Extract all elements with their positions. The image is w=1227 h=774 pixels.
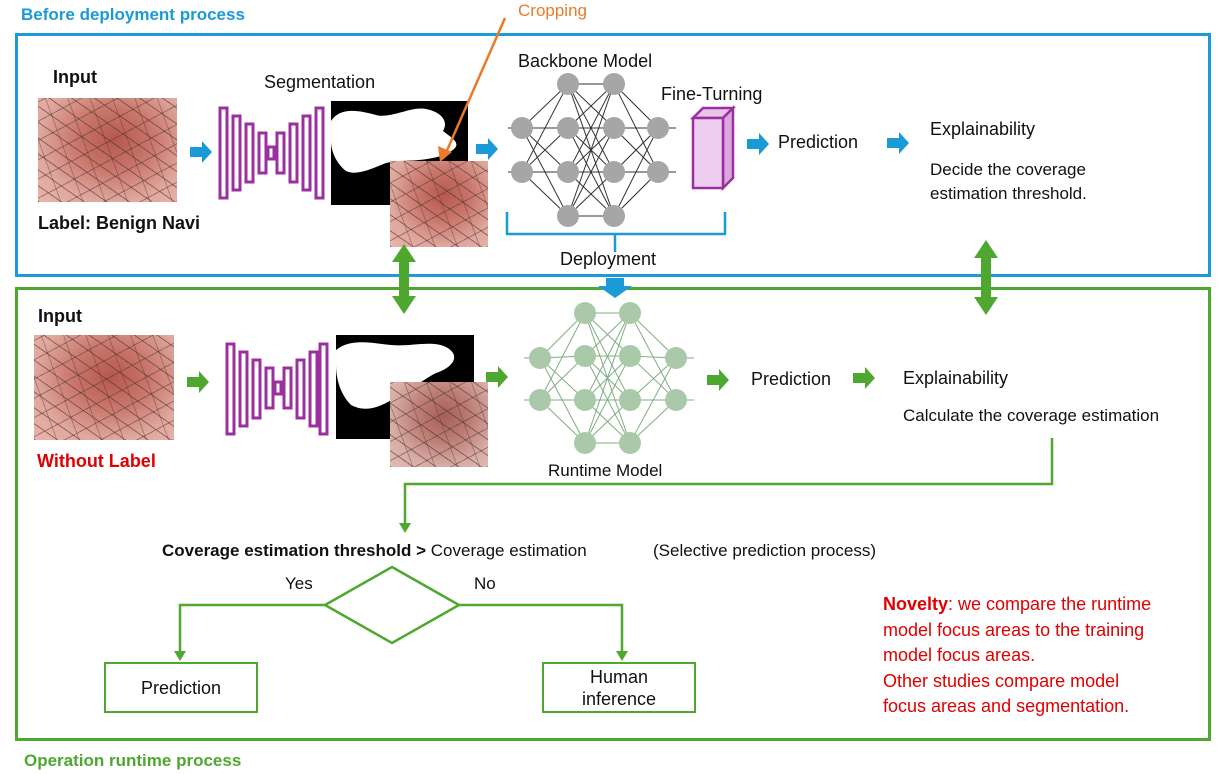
finetuning-block <box>689 104 737 192</box>
condition-bold: Coverage estimation threshold > <box>162 541 427 560</box>
segmentation-label: Segmentation <box>264 72 376 92</box>
novelty-line-3: model focus areas. <box>883 645 1036 665</box>
bottom-unet-icon <box>225 342 329 436</box>
link-arrow-right <box>974 240 998 315</box>
top-label-text: Label: Benign Navi <box>38 213 201 233</box>
prediction-outcome-label: Prediction <box>140 677 222 698</box>
link-arrow-left <box>392 244 416 314</box>
top-arrow-4 <box>887 132 909 154</box>
bottom-input-label: Input <box>38 306 82 326</box>
runtime-process-title: Operation runtime process <box>24 751 242 770</box>
top-arrow-2 <box>476 138 498 160</box>
top-unet-icon <box>218 106 325 200</box>
threshold-line-1: Decide the coverage <box>930 160 1086 179</box>
threshold-line-2: estimation threshold. <box>930 184 1087 203</box>
top-prediction-label: Prediction <box>778 132 859 152</box>
no-label: No <box>474 574 496 593</box>
top-explainability-label: Explainability <box>930 119 1036 139</box>
before-deployment-title: Before deployment process <box>21 5 245 24</box>
selective-prediction-label: (Selective prediction process) <box>653 541 876 560</box>
without-label-text: Without Label <box>37 451 156 471</box>
novelty-head: Novelty <box>883 594 949 614</box>
runtime-model-label: Runtime Model <box>548 461 663 480</box>
calculate-coverage-label: Calculate the coverage estimation <box>903 406 1160 425</box>
top-cropped-image <box>390 161 488 247</box>
backbone-model-label: Backbone Model <box>518 51 653 71</box>
bottom-prediction-label: Prediction <box>751 369 832 389</box>
novelty-line-1: : we compare the runtime <box>948 594 1152 614</box>
runtime-network <box>524 312 694 444</box>
human-inference-line-2: inference <box>581 688 657 709</box>
bottom-input-image <box>34 335 174 440</box>
top-input-image <box>38 98 177 202</box>
condition-text: Coverage estimation threshold > Coverage… <box>162 541 587 561</box>
bottom-arrow-1 <box>187 371 209 393</box>
novelty-line-5: focus areas and segmentation. <box>883 696 1130 716</box>
yes-label: Yes <box>285 574 313 593</box>
top-input-label: Input <box>53 67 97 87</box>
condition-rest: Coverage estimation <box>430 541 587 560</box>
finetuning-label: Fine-Turning <box>661 84 763 104</box>
backbone-network <box>508 83 676 217</box>
deployment-label: Deployment <box>560 249 657 269</box>
human-inference-box: Human inference <box>542 662 696 713</box>
top-arrow-3 <box>747 133 769 155</box>
bottom-arrow-4 <box>853 367 875 389</box>
bottom-arrow-2 <box>486 366 508 388</box>
novelty-line-2: model focus areas to the training <box>883 619 1145 640</box>
decision-diamond <box>322 565 462 645</box>
prediction-outcome-box: Prediction <box>104 662 258 713</box>
bottom-explainability-label: Explainability <box>903 368 1009 388</box>
top-arrow-1 <box>190 141 212 163</box>
bottom-arrow-3 <box>707 369 729 391</box>
bottom-cropped-image <box>390 382 488 467</box>
novelty-line-4: Other studies compare model <box>883 670 1120 691</box>
before-deployment-frame <box>15 33 1211 277</box>
human-inference-line-1: Human <box>589 666 649 687</box>
cropping-label: Cropping <box>518 1 587 20</box>
novelty-note: Novelty: we compare the runtime model fo… <box>883 592 1151 720</box>
